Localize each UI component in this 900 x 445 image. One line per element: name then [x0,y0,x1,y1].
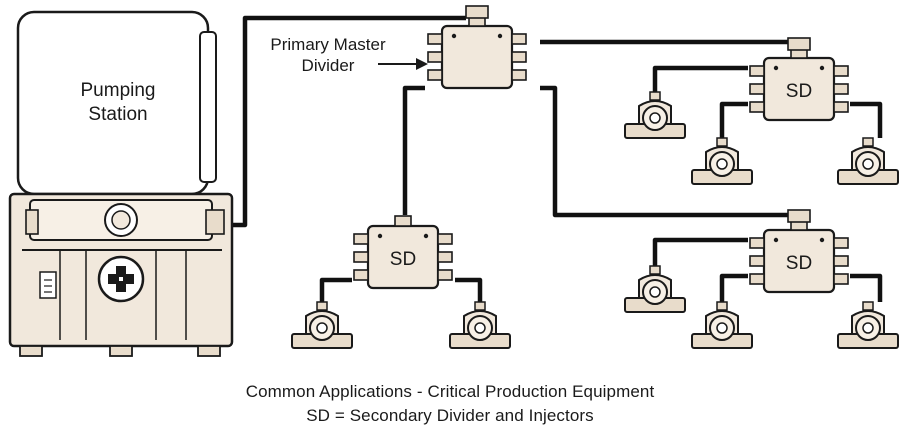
reservoir-side-bulge [199,31,217,183]
caption-line-1: Common Applications - Critical Productio… [245,382,655,401]
pumping-station-label-line1: Pumping [81,80,156,101]
sd-label-lower-right: SD [786,253,812,274]
pipe-sdur-b1 [652,65,748,92]
pipe-sdur-b3 [850,101,883,138]
sd-label-upper-right: SD [786,81,812,102]
pipe-master-to-sd-left [402,85,425,215]
pipe-master-to-sd-lower [540,85,790,218]
bearing-upper-3 [837,137,899,185]
pipe-sdl-b1 [319,277,352,302]
pumping-station-label-line2: Station [88,104,147,125]
reservoir [16,10,210,196]
secondary-divider-upper-right [748,37,850,122]
bearing-left-1 [291,301,353,349]
pipe-pump-to-master [230,15,466,228]
bearing-lower-3 [837,301,899,349]
pumping-station: Pumping Station [8,10,234,357]
bearing-left-2 [449,301,511,349]
bearing-upper-1 [624,91,686,139]
secondary-divider-lower-right [748,209,850,294]
primary-master-divider [426,5,528,90]
pipe-sdur-b2 [719,101,748,138]
pipe-sdlr-b1 [652,237,748,266]
caption-line-2: SD = Secondary Divider and Injectors [306,406,594,425]
pipe-sdl-b2 [455,277,483,302]
pipe-sdlr-b3 [850,273,883,302]
primary-master-pointer-arrow [378,58,428,70]
pipe-network [230,15,883,302]
bearing-lower-1 [624,265,686,313]
pump-label-plate [39,271,57,299]
pump-outlet-fitting [205,209,225,235]
primary-master-label-line2: Divider [302,56,355,75]
sd-label-left: SD [390,249,416,270]
bearing-lower-2 [691,301,753,349]
bearing-upper-2 [691,137,753,185]
primary-master-label-line1: Primary Master [270,35,386,54]
pipe-sdlr-b2 [719,273,748,302]
